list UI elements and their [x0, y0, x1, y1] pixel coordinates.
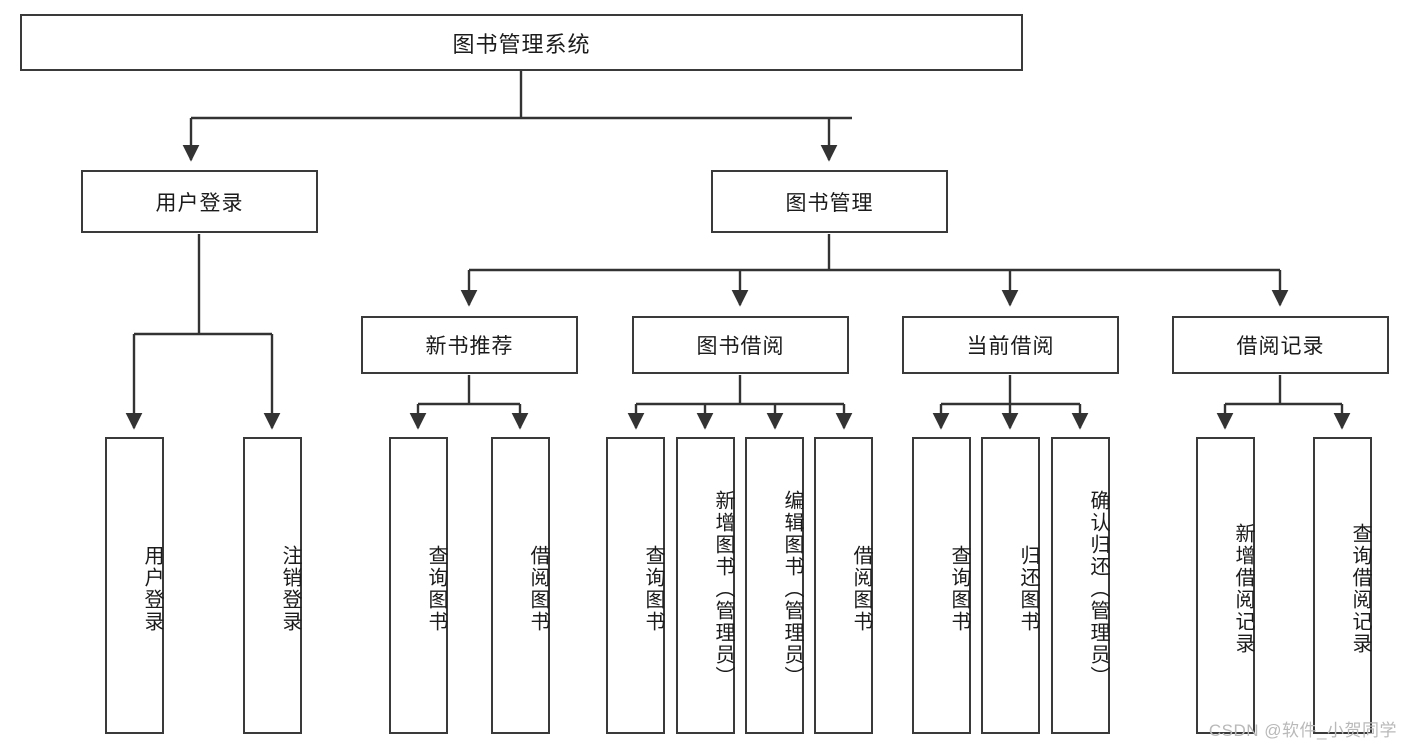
node-label: 新增图书（管理员）	[712, 489, 734, 688]
node-book-management[interactable]: 图书管理	[711, 170, 948, 233]
node-label: 当前借阅	[966, 335, 1055, 358]
node-root-book-management-system[interactable]: 图书管理系统	[20, 14, 1023, 71]
leaf-borrow-record-query-record[interactable]: 查询借阅记录	[1313, 437, 1372, 734]
node-borrow-record[interactable]: 借阅记录	[1172, 316, 1389, 374]
leaf-current-borrow-query-book[interactable]: 查询图书	[912, 437, 971, 734]
node-label: 查询图书	[642, 544, 664, 633]
node-label: 借阅图书	[850, 544, 872, 633]
node-label: 查询图书	[425, 544, 447, 633]
node-label: 图书管理系统	[452, 31, 591, 57]
leaf-borrow-record-add-record[interactable]: 新增借阅记录	[1196, 437, 1255, 734]
node-label: 查询借阅记录	[1349, 522, 1371, 655]
node-label: 借阅记录	[1236, 335, 1325, 358]
node-label: 注销登录	[279, 544, 301, 633]
leaf-user-login-logout[interactable]: 注销登录	[243, 437, 302, 734]
node-label: 归还图书	[1017, 544, 1039, 633]
node-label: 编辑图书（管理员）	[781, 489, 803, 688]
node-label: 图书借阅	[696, 335, 785, 358]
leaf-book-borrow-query-book[interactable]: 查询图书	[606, 437, 665, 734]
node-user-login[interactable]: 用户登录	[81, 170, 318, 233]
node-new-book-recommend[interactable]: 新书推荐	[361, 316, 578, 374]
node-current-borrow[interactable]: 当前借阅	[902, 316, 1119, 374]
node-label: 借阅图书	[527, 544, 549, 633]
node-label: 用户登录	[141, 544, 163, 633]
leaf-current-borrow-return-book[interactable]: 归还图书	[981, 437, 1040, 734]
leaf-new-book-query-book[interactable]: 查询图书	[389, 437, 448, 734]
leaf-user-login-login[interactable]: 用户登录	[105, 437, 164, 734]
node-label: 新书推荐	[425, 335, 514, 358]
leaf-book-borrow-add-book-admin[interactable]: 新增图书（管理员）	[676, 437, 735, 734]
node-book-borrow[interactable]: 图书借阅	[632, 316, 849, 374]
leaf-current-borrow-confirm-return-admin[interactable]: 确认归还（管理员）	[1051, 437, 1110, 734]
leaf-book-borrow-borrow-book[interactable]: 借阅图书	[814, 437, 873, 734]
watermark-text: CSDN @软件_小贺同学	[1208, 721, 1397, 740]
node-label: 确认归还（管理员）	[1087, 489, 1109, 688]
node-label: 用户登录	[155, 191, 244, 215]
node-label: 图书管理	[785, 191, 874, 215]
leaf-book-borrow-edit-book-admin[interactable]: 编辑图书（管理员）	[745, 437, 804, 734]
node-label: 查询图书	[948, 544, 970, 633]
node-label: 新增借阅记录	[1232, 522, 1254, 655]
leaf-new-book-borrow-book[interactable]: 借阅图书	[491, 437, 550, 734]
